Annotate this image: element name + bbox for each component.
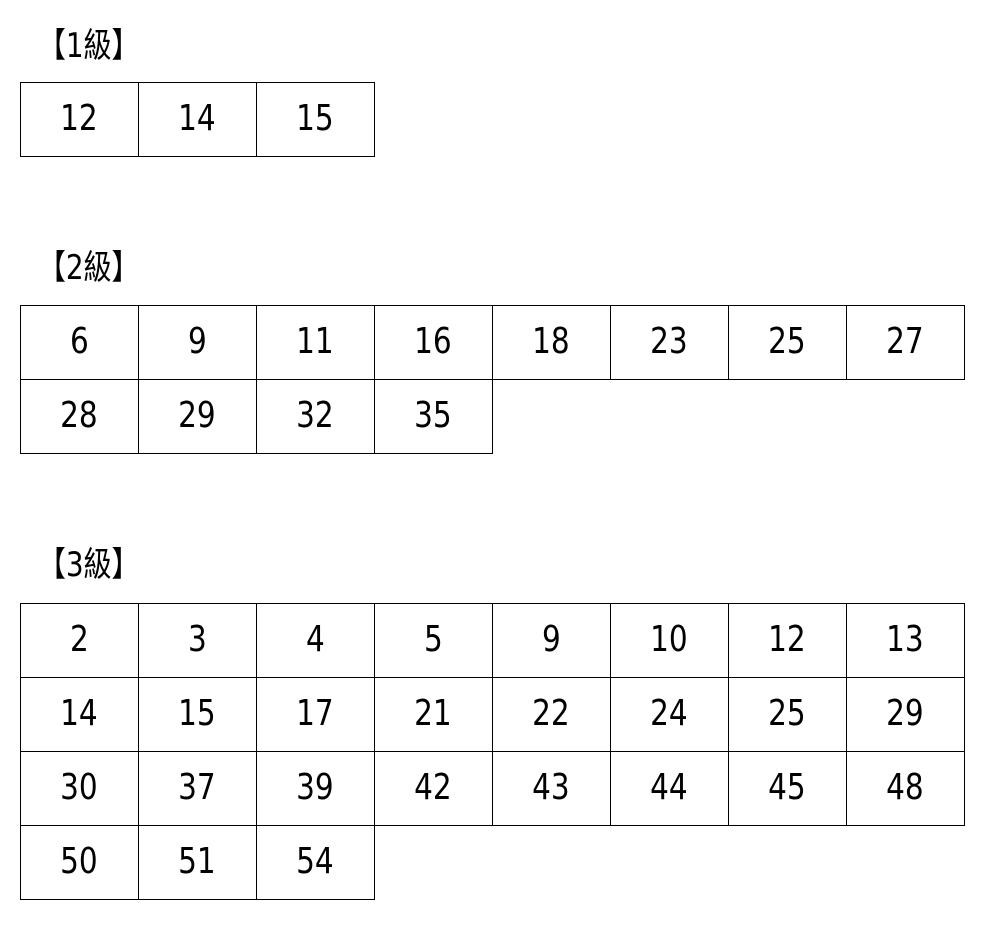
grid-cell: 30 bbox=[19, 750, 139, 826]
grid-cell: 15 bbox=[255, 81, 375, 157]
grid-cell: 45 bbox=[727, 750, 847, 826]
grid-cell: 22 bbox=[491, 676, 611, 752]
grid-cell: 17 bbox=[255, 676, 375, 752]
grid-cell: 28 bbox=[19, 378, 139, 454]
grid-cell: 14 bbox=[19, 676, 139, 752]
grid-cell: 39 bbox=[255, 750, 375, 826]
grid-cell: 25 bbox=[727, 676, 847, 752]
section-2-title: 【2級】 bbox=[38, 248, 140, 288]
section-3-title: 【3級】 bbox=[38, 545, 140, 585]
grid-cell: 6 bbox=[19, 304, 139, 380]
grid-cell: 24 bbox=[609, 676, 729, 752]
grid-cell: 42 bbox=[373, 750, 493, 826]
grid-cell: 29 bbox=[137, 378, 257, 454]
grid-cell: 5 bbox=[373, 602, 493, 678]
grid-cell: 12 bbox=[19, 81, 139, 157]
grid-cell: 16 bbox=[373, 304, 493, 380]
grid-cell: 10 bbox=[609, 602, 729, 678]
grid-cell: 15 bbox=[137, 676, 257, 752]
grid-cell: 13 bbox=[845, 602, 965, 678]
section-2-grid: 6 9 11 16 18 23 25 27 28 29 32 35 bbox=[19, 304, 965, 454]
grid-cell: 18 bbox=[491, 304, 611, 380]
section-1-grid: 12 14 15 bbox=[19, 81, 964, 157]
grid-cell: 51 bbox=[137, 824, 257, 900]
grid-cell: 9 bbox=[491, 602, 611, 678]
grid-cell: 4 bbox=[255, 602, 375, 678]
section-3-grid: 2 3 4 5 9 10 12 13 14 15 17 21 22 24 25 … bbox=[19, 602, 965, 900]
grid-cell: 37 bbox=[137, 750, 257, 826]
grid-cell: 9 bbox=[137, 304, 257, 380]
grid-cell: 48 bbox=[845, 750, 965, 826]
grid-cell: 25 bbox=[727, 304, 847, 380]
grid-cell: 12 bbox=[727, 602, 847, 678]
grid-cell: 2 bbox=[19, 602, 139, 678]
grid-cell: 35 bbox=[373, 378, 493, 454]
section-1-title: 【1級】 bbox=[38, 26, 140, 66]
grid-cell: 32 bbox=[255, 378, 375, 454]
grid-cell: 14 bbox=[137, 81, 257, 157]
grid-cell: 3 bbox=[137, 602, 257, 678]
grid-cell: 44 bbox=[609, 750, 729, 826]
grid-cell: 27 bbox=[845, 304, 965, 380]
grid-cell: 50 bbox=[19, 824, 139, 900]
grid-cell: 54 bbox=[255, 824, 375, 900]
grid-cell: 21 bbox=[373, 676, 493, 752]
grid-cell: 11 bbox=[255, 304, 375, 380]
grid-cell: 23 bbox=[609, 304, 729, 380]
grid-cell: 43 bbox=[491, 750, 611, 826]
grid-cell: 29 bbox=[845, 676, 965, 752]
